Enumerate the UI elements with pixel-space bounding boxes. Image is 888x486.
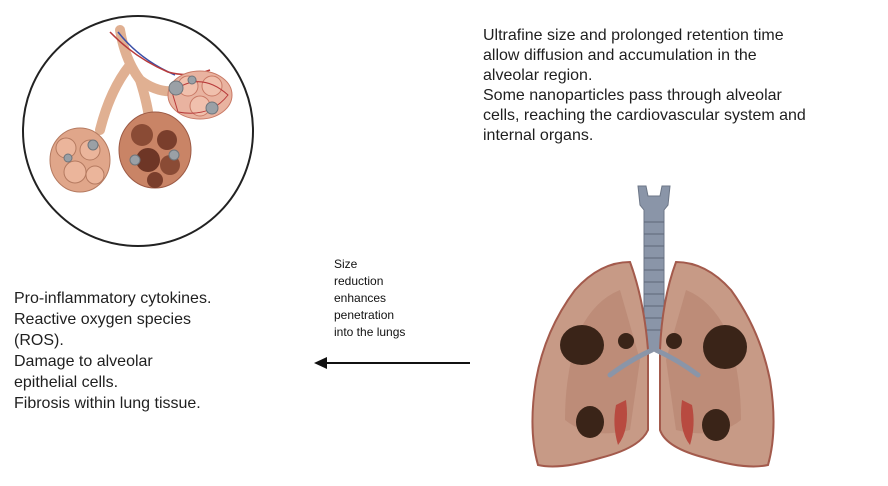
- lungs-illustration: [0, 0, 888, 486]
